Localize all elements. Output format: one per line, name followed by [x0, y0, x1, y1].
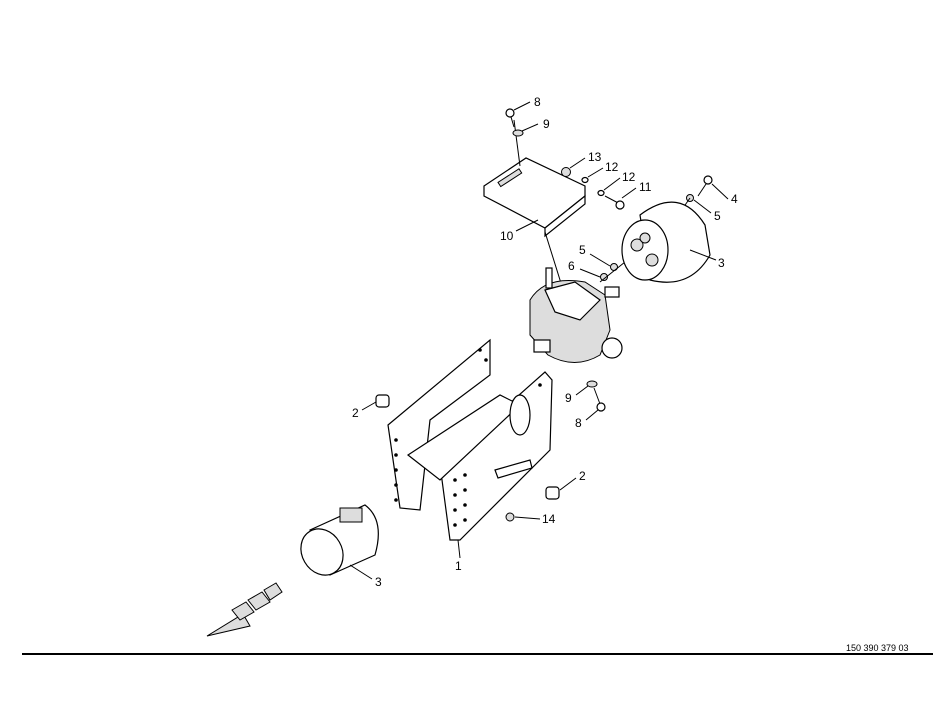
part-8-bolt-top	[505, 108, 515, 128]
callout-11: 11	[639, 180, 652, 194]
drawing-number: 150 390 379 03	[846, 643, 909, 653]
callout-4: 4	[731, 192, 738, 206]
callout-5b: 5	[579, 243, 586, 257]
part-10-bracket	[483, 157, 586, 238]
callout-14: 14	[542, 512, 556, 526]
callout-2b: 2	[579, 469, 586, 483]
callout-13: 13	[588, 150, 602, 164]
part-4-bolt	[697, 175, 713, 197]
part-14-nut	[505, 512, 515, 522]
callout-8b: 8	[575, 416, 582, 430]
part-3-guard-upper	[621, 201, 711, 283]
part-2-bushing	[545, 486, 560, 500]
direction-arrow-icon	[206, 582, 283, 637]
callout-3: 3	[718, 256, 725, 270]
part-1-frame	[387, 338, 553, 541]
callout-12b: 12	[622, 170, 636, 184]
part-9-washer-bottom	[586, 380, 598, 388]
footer-rule	[22, 653, 933, 655]
part-12-washer	[597, 189, 605, 197]
gearbox	[529, 267, 623, 363]
part-6-washer	[600, 273, 608, 281]
callout-3b: 3	[375, 575, 382, 589]
part-12-washer	[581, 176, 589, 184]
part-13-nut	[561, 167, 571, 177]
callout-6: 6	[568, 259, 575, 273]
callout-9b: 9	[565, 391, 572, 405]
part-9-washer-top	[512, 129, 524, 137]
part-3-guard-lower	[300, 504, 379, 576]
callout-5: 5	[714, 209, 721, 223]
part-11-bolt	[604, 195, 625, 210]
part-8-bolt-bottom	[593, 387, 606, 412]
callout-12: 12	[605, 160, 619, 174]
callout-8: 8	[534, 95, 541, 109]
callout-9: 9	[543, 117, 550, 131]
callout-1: 1	[455, 559, 462, 573]
callout-2: 2	[352, 406, 359, 420]
part-2-bushing	[375, 394, 390, 408]
leader-lines	[349, 101, 729, 580]
callout-10: 10	[500, 229, 514, 243]
